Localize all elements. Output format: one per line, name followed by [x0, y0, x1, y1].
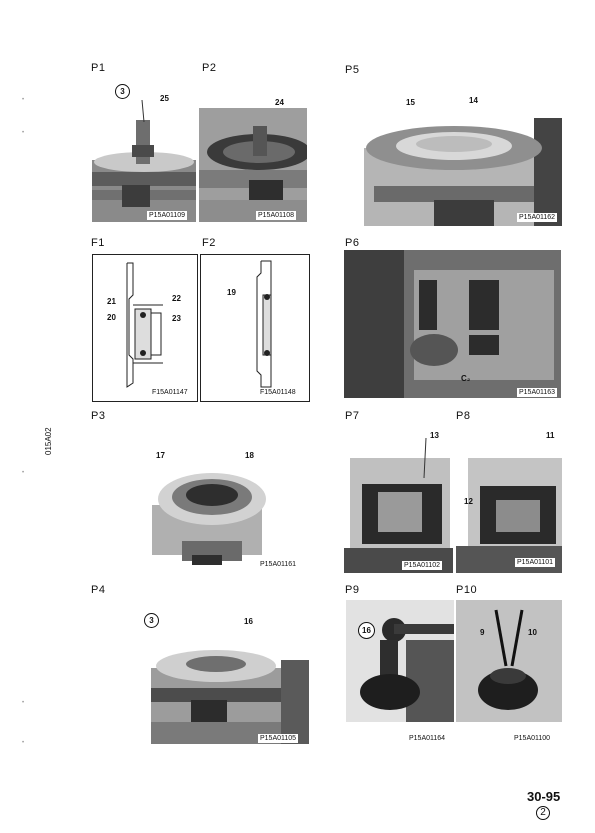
figure-label-p3: P3 — [91, 410, 106, 422]
photo-p8 — [456, 428, 562, 573]
figure-label-p7: P7 — [345, 410, 360, 422]
drawing-f1 — [92, 254, 198, 402]
photo-p10 — [456, 600, 562, 722]
callout-12: 12 — [464, 497, 473, 506]
revision-mark: 2 — [536, 806, 550, 820]
callout-circle-16-p9: 16 — [358, 622, 375, 639]
callout-23: 23 — [172, 314, 181, 323]
callout-20: 20 — [107, 313, 116, 322]
figure-label-f2: F2 — [202, 237, 216, 249]
callout-11: 11 — [546, 431, 555, 440]
photo-p7 — [344, 428, 453, 573]
margin-mark: • — [22, 470, 25, 476]
photo-code-p3: P15A01161 — [258, 560, 299, 569]
figure-label-p5: P5 — [345, 64, 360, 76]
callout-circle-3-p4: 3 — [144, 613, 159, 628]
page-number: 30-95 — [527, 789, 561, 804]
photo-code-p1: P15A01109 — [147, 211, 188, 220]
callout-21: 21 — [107, 297, 116, 306]
callout-19: 19 — [227, 288, 236, 297]
callout-circle-3: 3 — [115, 84, 130, 99]
callout-24: 24 — [275, 98, 284, 107]
drawing-f2 — [200, 254, 310, 402]
photo-p5 — [364, 88, 562, 226]
drawing-code-f2: F15A01148 — [258, 388, 298, 397]
photo-p4 — [151, 610, 309, 744]
side-document-code: 015A02 — [44, 427, 53, 455]
photo-p9 — [346, 600, 454, 722]
photo-code-p9: P15A01164 — [407, 734, 448, 743]
callout-17: 17 — [156, 451, 165, 460]
margin-mark: • — [22, 130, 25, 136]
figure-label-p6: P6 — [345, 237, 360, 249]
callout-25: 25 — [160, 94, 169, 103]
callout-9: 9 — [480, 628, 485, 637]
photo-p6 — [344, 250, 561, 398]
margin-mark: • — [22, 97, 25, 103]
margin-mark: • — [22, 740, 25, 746]
margin-mark: • — [22, 700, 25, 706]
photo-code-p7: P15A01102 — [402, 561, 443, 570]
figure-label-p4: P4 — [91, 584, 106, 596]
photo-code-p4: P15A01105 — [258, 734, 299, 743]
photo-code-p2: P15A01108 — [256, 211, 297, 220]
photo-p1 — [92, 90, 196, 222]
figure-label-p8: P8 — [456, 410, 471, 422]
callout-c2: C₂ — [461, 374, 471, 383]
callout-18: 18 — [245, 451, 254, 460]
callout-15: 15 — [406, 98, 415, 107]
callout-16-p4: 16 — [244, 617, 253, 626]
figure-label-f1: F1 — [91, 237, 105, 249]
photo-code-p6: P15A01163 — [517, 388, 558, 397]
callout-22: 22 — [172, 294, 181, 303]
figure-label-p2: P2 — [202, 62, 217, 74]
callout-14: 14 — [469, 96, 478, 105]
callout-13: 13 — [430, 431, 439, 440]
figure-label-p9: P9 — [345, 584, 360, 596]
photo-code-p8: P15A01101 — [515, 558, 556, 567]
figure-label-p10: P10 — [456, 584, 478, 596]
figure-label-p1: P1 — [91, 62, 106, 74]
drawing-code-f1: F15A01147 — [150, 388, 190, 397]
photo-p3 — [142, 445, 310, 573]
callout-10: 10 — [528, 628, 537, 637]
photo-code-p5: P15A01162 — [517, 213, 558, 222]
photo-p2 — [199, 108, 307, 222]
photo-code-p10: P15A01100 — [512, 734, 553, 743]
